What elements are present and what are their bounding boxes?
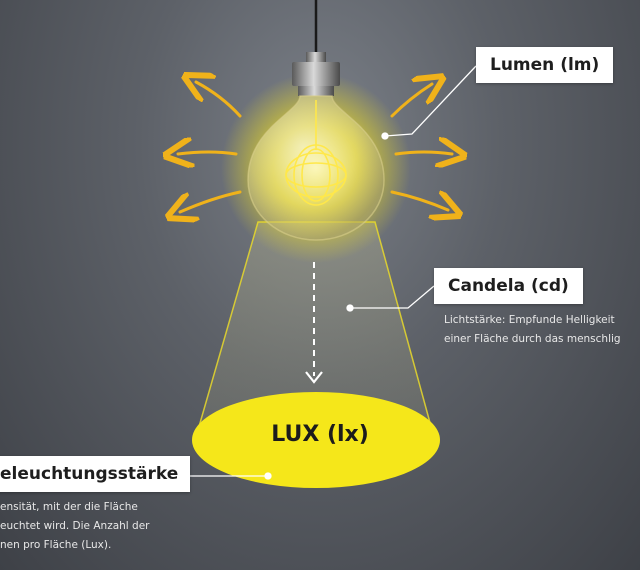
lumen-label: Lumen (lm) <box>476 47 614 83</box>
candela-description: Lichtstärke: Empfunde Helligkeit einer F… <box>444 311 621 349</box>
candela-label: Candela (cd) <box>434 268 583 304</box>
lux-ellipse <box>192 392 440 488</box>
illuminance-description: ensität, mit der die Fläche euchtet wird… <box>0 498 150 555</box>
candela-desc-line-2: einer Fläche durch das menschlig <box>444 333 621 345</box>
filament <box>285 100 347 206</box>
illuminance-desc-line-1: ensität, mit der die Fläche <box>0 501 138 513</box>
bulb-socket <box>292 52 340 96</box>
lumen-leader <box>384 65 477 137</box>
arrow-head-icon <box>305 371 323 384</box>
illuminance-label: eleuchtungsstärke <box>0 456 191 492</box>
illuminance-desc-line-2: euchtet wird. Die Anzahl der <box>0 520 150 532</box>
lux-label: LUX (lx) <box>271 422 369 447</box>
candela-leader <box>350 285 435 309</box>
candela-desc-line-1: Lichtstärke: Empfunde Helligkeit <box>444 314 615 326</box>
illuminance-desc-line-3: nen pro Fläche (Lux). <box>0 539 112 551</box>
light-rays <box>178 82 452 212</box>
light-bulb-icon <box>247 95 385 241</box>
